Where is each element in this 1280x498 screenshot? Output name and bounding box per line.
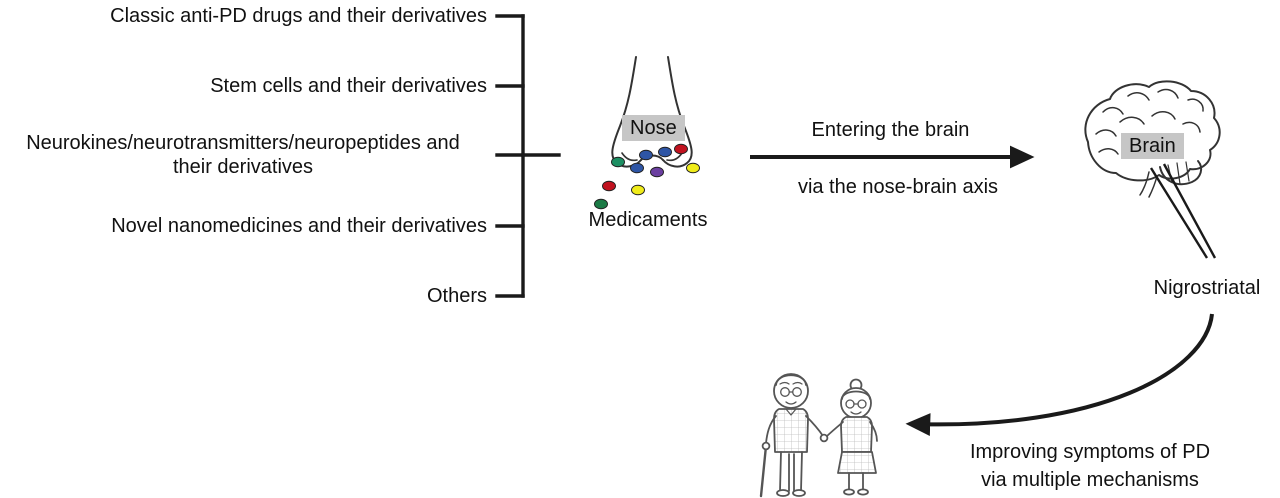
- nigrostriatal-label: Nigrostriatal: [1153, 277, 1261, 299]
- outcome-caption: Improving symptoms of PD via multiple me…: [920, 438, 1260, 494]
- medicament-dot: [658, 146, 672, 158]
- nigrostriatal-pointer-lines: [1149, 163, 1217, 259]
- medicament-dot: [602, 180, 616, 192]
- medicament-dot: [686, 162, 700, 174]
- category-label-nanomedicines: Novel nanomedicines and their derivative…: [111, 215, 487, 237]
- medicament-dot: [630, 162, 644, 174]
- medicament-dot: [650, 166, 664, 178]
- category-label-classic-anti-pd: Classic anti-PD drugs and their derivati…: [110, 5, 487, 27]
- medicament-dot: [611, 156, 625, 168]
- medicament-dots: [594, 143, 700, 210]
- medicaments-label: Medicaments: [588, 209, 708, 231]
- category-label-stem-cells: Stem cells and their derivatives: [210, 75, 487, 97]
- medicament-dot: [674, 143, 688, 155]
- outcome-line-1: Improving symptoms of PD: [969, 441, 1211, 463]
- medicament-dot: [631, 184, 645, 196]
- cane: [759, 444, 768, 498]
- medicament-dot: [594, 198, 608, 210]
- couple-illustration: [759, 373, 878, 498]
- brain-illustration: [1084, 80, 1221, 198]
- arrow-label-top: Entering the brain: [811, 119, 970, 141]
- category-label-others: Others: [426, 285, 487, 307]
- medicament-dot: [639, 149, 653, 161]
- nose-label-chip: Nose: [622, 115, 685, 141]
- brain-to-patient-arrow: [905, 313, 1214, 437]
- brain-label-chip: Brain: [1121, 133, 1184, 159]
- arrow-label-bottom: via the nose-brain axis: [797, 176, 999, 198]
- outcome-line-2: via multiple mechanisms: [981, 469, 1199, 491]
- category-label-neurokines: Neurokines/neurotransmitters/neuropeptid…: [26, 132, 460, 178]
- category-bracket: [495, 14, 561, 298]
